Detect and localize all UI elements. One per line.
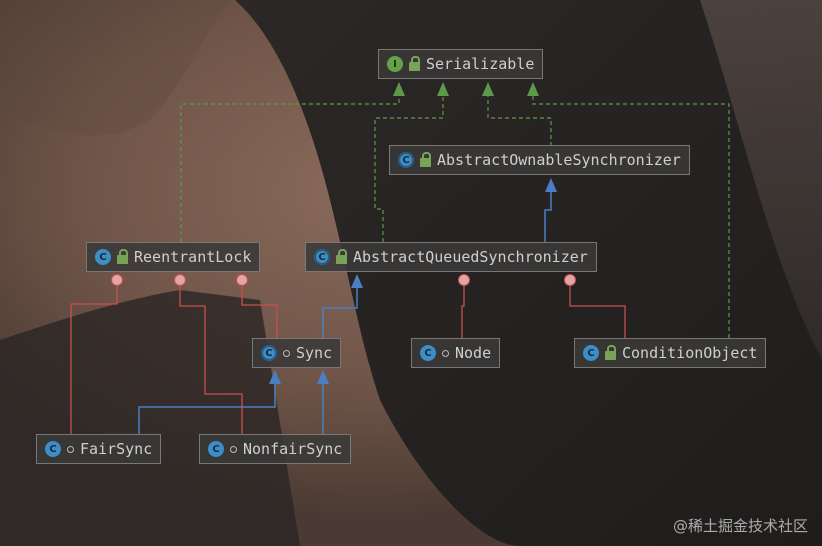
marker-3 bbox=[236, 274, 248, 286]
edge-reentrantlock-serializable bbox=[180, 90, 400, 242]
class-icon: C bbox=[583, 345, 599, 361]
arrowhead-8 bbox=[317, 370, 329, 384]
watermark: @稀土掘金技术社区 bbox=[672, 517, 808, 535]
edge-conditionobject-serializable bbox=[532, 90, 730, 338]
node-label: Node bbox=[455, 344, 492, 362]
lock-icon bbox=[336, 248, 347, 264]
lock-icon bbox=[420, 151, 431, 167]
edge-node-aqs bbox=[461, 286, 465, 338]
node-label: NonfairSync bbox=[243, 440, 343, 458]
extends-arrowheads bbox=[269, 178, 557, 384]
node-sync[interactable]: C Sync bbox=[252, 338, 342, 368]
edge-nonfairsync-reentrantlock bbox=[179, 286, 243, 434]
node-label: FairSync bbox=[80, 440, 153, 458]
class-icon: C bbox=[208, 441, 224, 457]
arrowhead-3 bbox=[482, 82, 494, 96]
node-abstract-queued-synchronizer[interactable]: C AbstractQueuedSynchronizer bbox=[305, 242, 597, 272]
node-node[interactable]: C Node bbox=[411, 338, 501, 368]
class-icon: C bbox=[420, 345, 436, 361]
inner-class-edges bbox=[70, 286, 626, 434]
edge-fairsync-reentrantlock bbox=[70, 286, 118, 434]
node-condition-object[interactable]: C ConditionObject bbox=[574, 338, 767, 368]
marker-1 bbox=[111, 274, 123, 286]
marker-4 bbox=[458, 274, 470, 286]
arrowhead-4 bbox=[527, 82, 539, 96]
arrowhead-7 bbox=[269, 370, 281, 384]
node-label: AbstractQueuedSynchronizer bbox=[353, 248, 588, 266]
edge-aos-serializable bbox=[487, 90, 552, 146]
circle-icon bbox=[283, 349, 290, 357]
edge-sync-reentrantlock bbox=[241, 286, 278, 338]
circle-icon bbox=[442, 349, 449, 357]
edge-sync-aqs bbox=[322, 286, 358, 338]
circle-icon bbox=[67, 445, 74, 453]
abstract-class-icon: C bbox=[398, 152, 414, 168]
class-icon: C bbox=[95, 249, 111, 265]
node-serializable[interactable]: I Serializable bbox=[378, 49, 544, 79]
node-label: Sync bbox=[296, 344, 333, 362]
arrowhead-5 bbox=[545, 178, 557, 192]
arrowhead-1 bbox=[393, 82, 405, 96]
class-icon: C bbox=[45, 441, 61, 457]
implements-edges bbox=[180, 90, 730, 338]
node-nonfair-sync[interactable]: C NonfairSync bbox=[199, 434, 352, 464]
lock-icon bbox=[117, 248, 128, 264]
circle-icon bbox=[230, 445, 237, 453]
edge-aqs-aos bbox=[544, 190, 552, 242]
marker-5 bbox=[564, 274, 576, 286]
lock-icon bbox=[409, 55, 420, 71]
node-label: ReentrantLock bbox=[134, 248, 252, 266]
extends-edges bbox=[138, 190, 552, 434]
interface-icon: I bbox=[387, 56, 403, 72]
marker-2 bbox=[174, 274, 186, 286]
node-label: AbstractOwnableSynchronizer bbox=[437, 151, 681, 169]
node-fair-sync[interactable]: C FairSync bbox=[36, 434, 162, 464]
edge-fairsync-sync bbox=[138, 382, 276, 434]
edge-aqs-serializable bbox=[374, 90, 444, 242]
node-reentrant-lock[interactable]: C ReentrantLock bbox=[86, 242, 261, 272]
node-abstract-ownable-synchronizer[interactable]: C AbstractOwnableSynchronizer bbox=[389, 145, 690, 175]
arrowhead-2 bbox=[437, 82, 449, 96]
abstract-class-icon: C bbox=[261, 345, 277, 361]
lock-icon bbox=[605, 344, 616, 360]
node-label: Serializable bbox=[426, 55, 535, 73]
inner-class-markers bbox=[111, 274, 576, 286]
node-label: ConditionObject bbox=[622, 344, 758, 362]
implements-arrowheads bbox=[393, 82, 539, 96]
edge-conditionobject-aqs bbox=[569, 286, 626, 338]
arrowhead-6 bbox=[351, 274, 363, 288]
abstract-class-icon: C bbox=[314, 249, 330, 265]
